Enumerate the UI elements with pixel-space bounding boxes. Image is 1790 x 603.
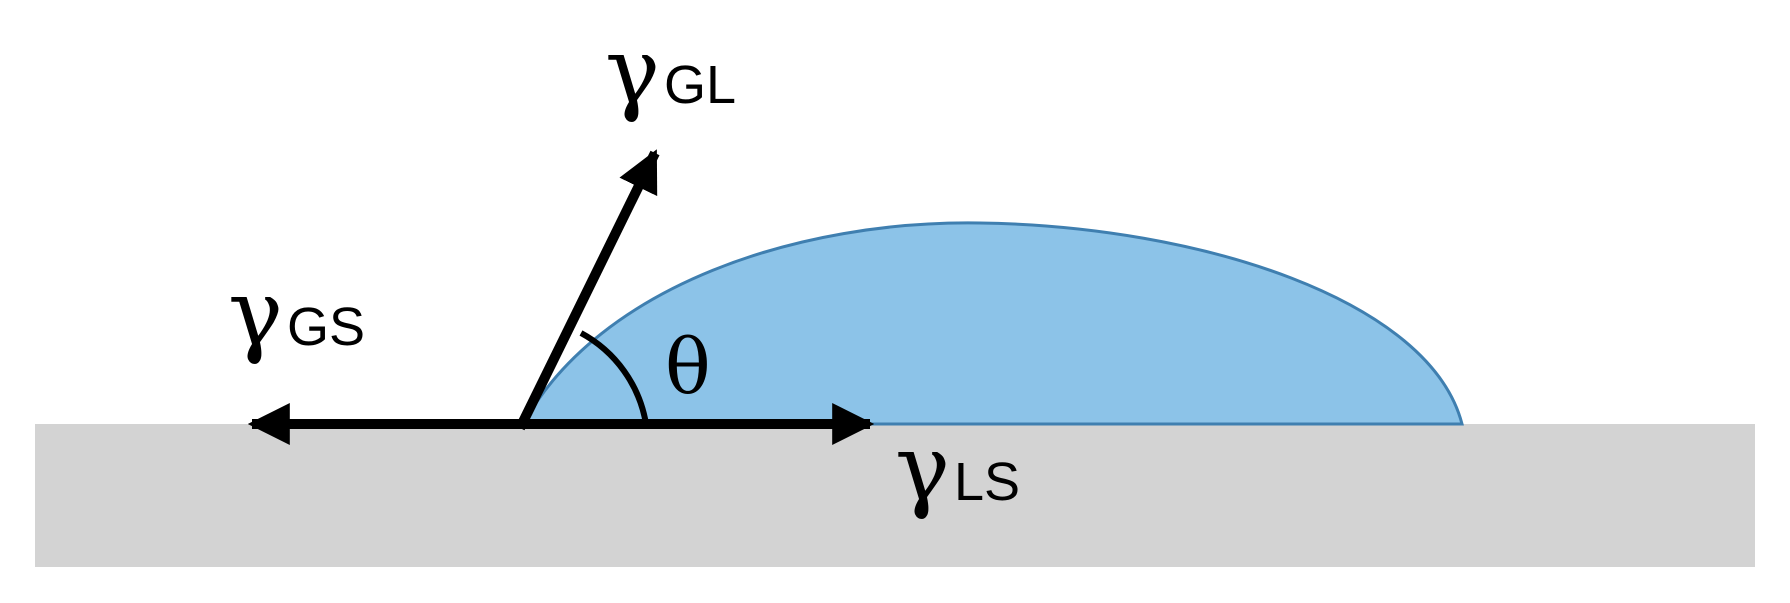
gamma-ls-label: γLS [895,415,1020,522]
theta-label: θ [665,322,711,411]
solid-substrate [35,424,1755,567]
gamma-gs-label: γGS [228,260,365,367]
gamma-gl-subscript: GL [664,55,736,115]
gamma-gl-symbol: γ [605,18,660,125]
gamma-ls-subscript: LS [954,452,1020,512]
gamma-gs-symbol: γ [228,260,283,367]
gamma-gs-subscript: GS [287,297,365,357]
gamma-ls-symbol: γ [895,415,950,522]
gamma-gl-label: γGL [605,18,736,125]
contact-angle-arc [579,330,649,425]
liquid-droplet [520,221,1464,426]
gamma-gl-arrow [515,149,660,431]
